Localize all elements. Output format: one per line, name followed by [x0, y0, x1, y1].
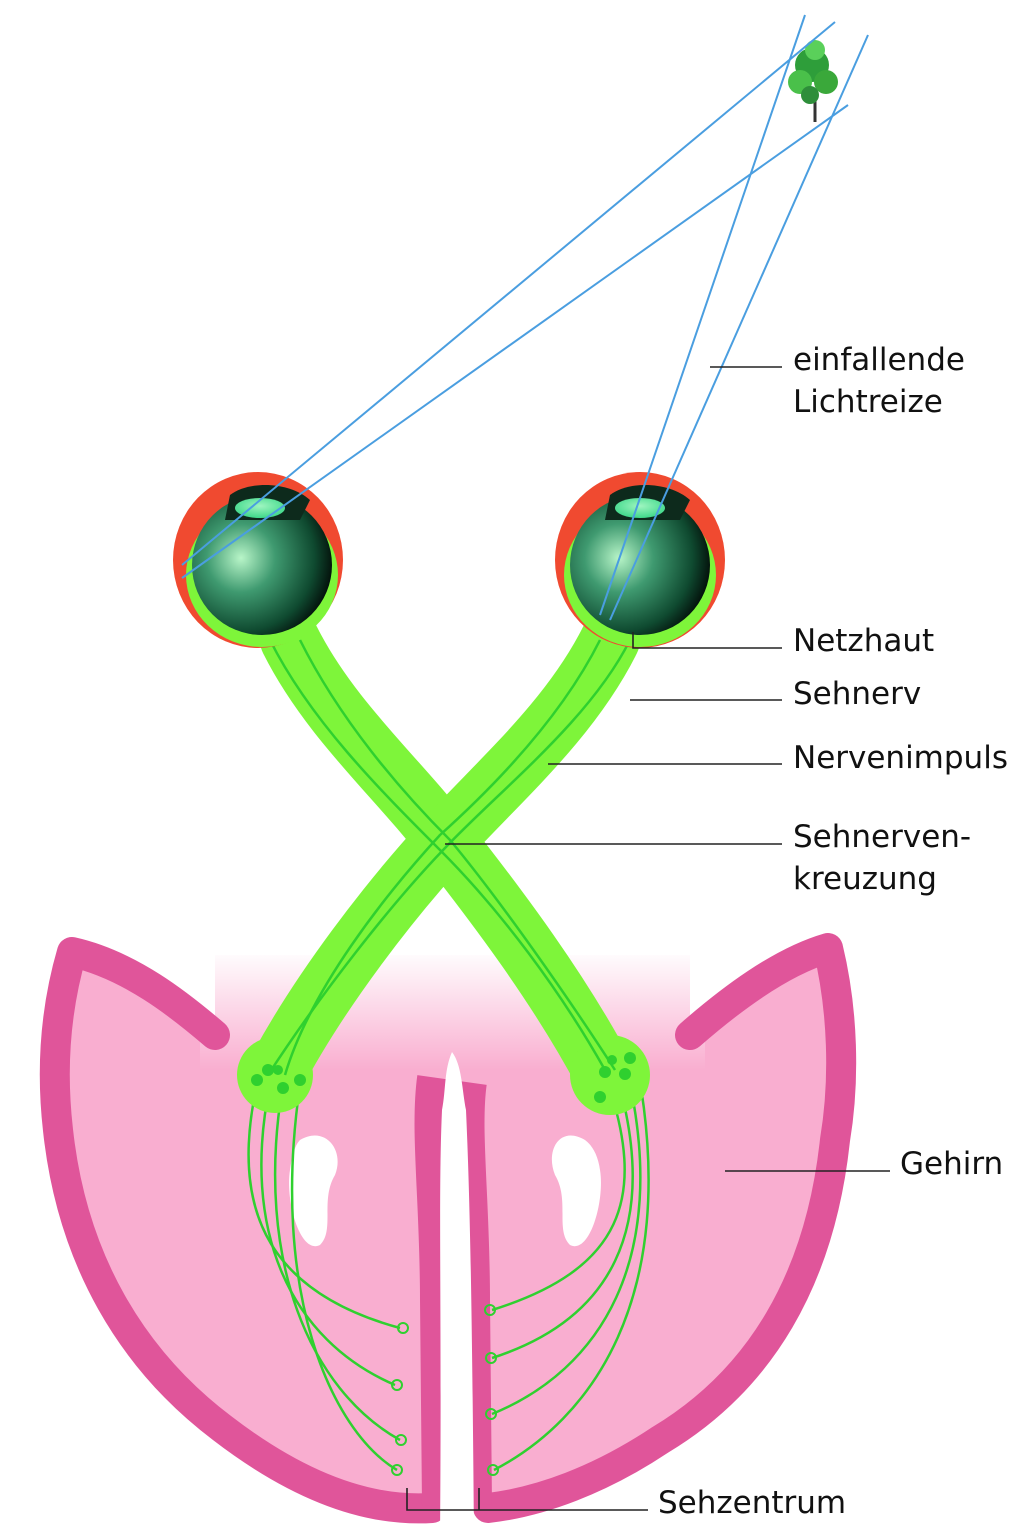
eye-right: [555, 472, 725, 648]
optic-nerves: [237, 610, 650, 1115]
ventricle-right: [551, 1135, 601, 1247]
nerve-fibers: [266, 639, 632, 1076]
nerve-endings: [251, 1052, 636, 1103]
brain-fissure: [440, 1052, 474, 1538]
lens-right: [615, 498, 665, 518]
label-nervenimpuls: Nervenimpuls: [793, 740, 1008, 776]
label-netzhaut: Netzhaut: [793, 623, 934, 659]
visual-radiation: [247, 1069, 650, 1476]
brain: [39, 933, 857, 1538]
label-sehnerv: Sehnerv: [793, 676, 921, 712]
light-rays: [181, 14, 869, 621]
brain-rim-right: [473, 933, 857, 1523]
label-einfallende: einfallende: [793, 342, 965, 378]
eye-left: [173, 472, 343, 648]
label-lichtreize: Lichtreize: [793, 384, 943, 420]
nerve-bulb-left: [237, 1037, 313, 1113]
label-kreuzung: kreuzung: [793, 861, 937, 897]
ventricle-left: [289, 1135, 338, 1247]
leader-lines: [406, 366, 890, 1511]
brain-rim-left: [39, 937, 447, 1524]
label-gehirn: Gehirn: [900, 1146, 1003, 1182]
tree-icon: [788, 40, 838, 122]
label-sehzentrum: Sehzentrum: [658, 1485, 846, 1521]
label-sehnerven: Sehnerven-: [793, 819, 971, 855]
